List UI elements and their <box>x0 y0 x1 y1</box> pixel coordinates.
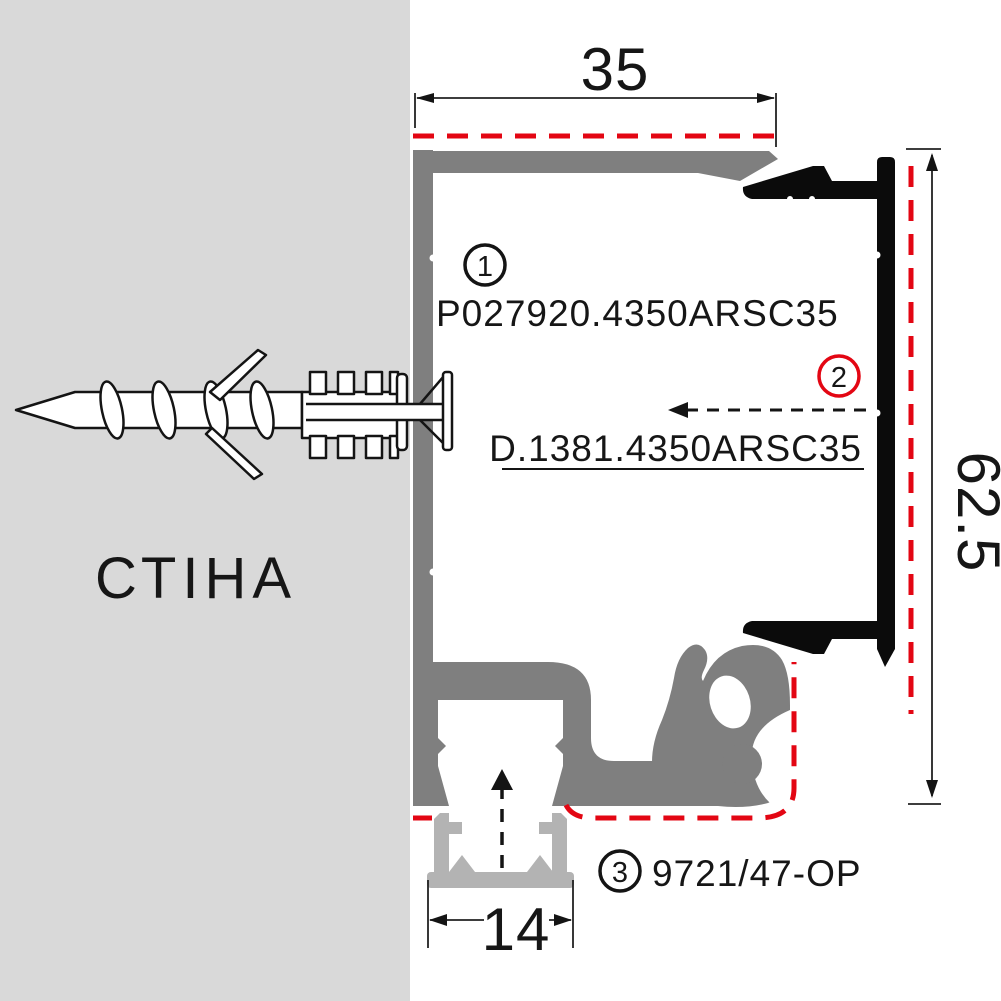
part2-marker-circle <box>817 354 861 398</box>
screw-shaft-body <box>307 405 443 419</box>
profile-led-slot-cavity <box>438 700 563 806</box>
part2-code: D.1381.4350ARSC35 <box>489 428 862 469</box>
dim14-value: 14 <box>482 896 551 963</box>
part1-marker-circle <box>463 243 507 287</box>
cover-edge-notches <box>787 196 881 417</box>
dim35-right-arrowhead <box>757 93 775 103</box>
cover-top-hook <box>742 166 878 199</box>
cover-bottom-hook <box>742 621 878 654</box>
led-profile-base <box>427 872 574 888</box>
part2-label: 2 D.1381.4350ARSC35 <box>489 354 866 470</box>
dim35-left-arrowhead <box>416 93 434 103</box>
wall <box>0 0 410 1001</box>
screw-head-face <box>441 370 454 452</box>
wall-label: СТІНА <box>95 546 297 611</box>
cover-vertical-bar <box>877 157 895 667</box>
screw-head-cone <box>419 375 445 445</box>
screw-thread-2 <box>151 380 177 440</box>
dim14-left-arrowhead <box>429 914 447 926</box>
part2-leader-arrowhead <box>668 402 688 418</box>
dimension-bottom-led-width: 14 <box>427 880 574 963</box>
red-dashed-outline <box>413 133 914 821</box>
led-profile-left-rib <box>449 855 475 872</box>
anchor-rib-top-1 <box>308 370 328 396</box>
part3-marker-circle <box>598 849 642 893</box>
dimension-top-width: 35 <box>414 36 777 147</box>
led-profile-right-rib <box>527 855 553 872</box>
part3-label: 3 9721/47-OP <box>598 849 862 894</box>
anchor-rib-top-3 <box>364 370 384 396</box>
led-profile-right-flange <box>539 822 552 834</box>
led-profile-left-wall <box>434 813 449 872</box>
part3-marker-number: 3 <box>612 857 628 889</box>
dim35-value: 35 <box>581 36 650 103</box>
part3-code: 9721/47-OP <box>652 853 862 894</box>
wall-anchor-screw-illustration <box>14 348 454 481</box>
anchor-rib-bottom-1 <box>308 434 328 460</box>
dimension-right-height: 62.5 <box>906 148 1001 805</box>
part2-marker-number: 2 <box>831 362 847 394</box>
screw-thread-1 <box>99 380 125 440</box>
dim14-right-arrowhead <box>554 914 572 926</box>
anchor-rib-bottom-2 <box>336 434 356 460</box>
anchor-rib-top-2 <box>336 370 356 396</box>
anchor-rib-bottom-3 <box>364 434 384 460</box>
led-profile-left-flange <box>449 822 462 834</box>
dim625-top-arrowhead <box>926 153 938 171</box>
red-outline-bottom <box>563 662 797 821</box>
anchor-upper-wing <box>208 348 268 402</box>
anchor-lower-wing <box>204 426 264 481</box>
clip-curl-notch <box>751 710 790 803</box>
part1-code: P027920.4350ARSC35 <box>436 293 839 334</box>
dim625-value: 62.5 <box>945 452 1001 573</box>
part1-marker-number: 1 <box>477 251 493 283</box>
clip-curl-core <box>722 744 762 784</box>
profile-top-arm <box>433 151 778 181</box>
clip-curl-hole <box>709 675 751 729</box>
cover-profile-shape <box>742 157 895 667</box>
screw-thread-4 <box>249 380 275 440</box>
dim625-bottom-arrowhead <box>926 780 938 798</box>
insert-direction-arrowhead <box>491 769 513 790</box>
led-profile-right-wall <box>552 813 567 872</box>
led-profile-shape <box>427 813 574 888</box>
part1-label: 1 P027920.4350ARSC35 <box>436 243 839 334</box>
